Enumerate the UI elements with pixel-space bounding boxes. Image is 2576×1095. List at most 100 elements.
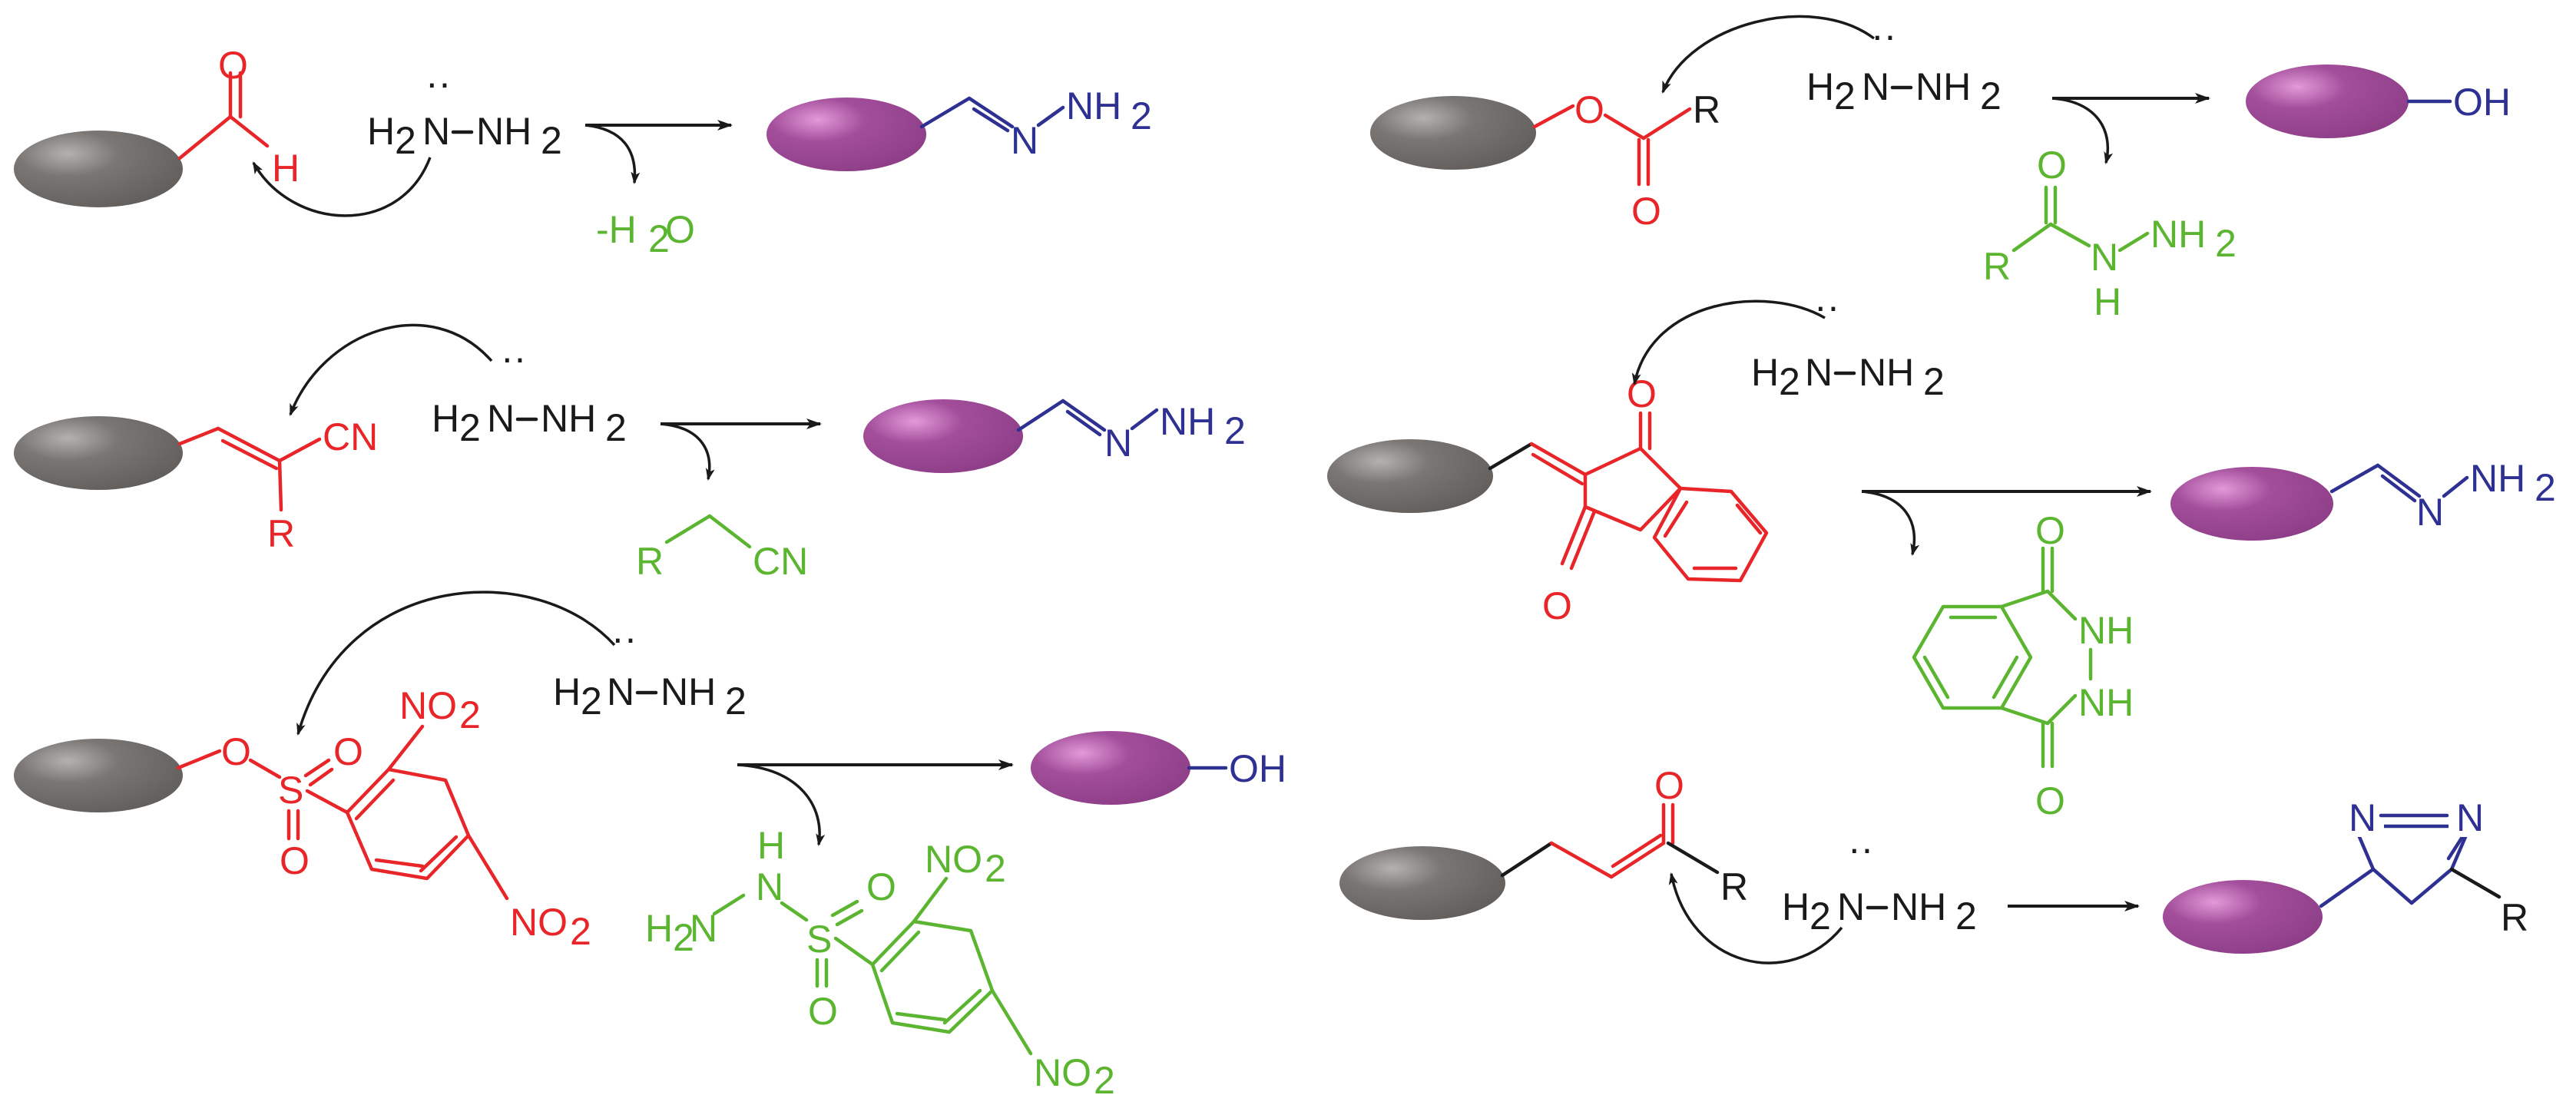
svg-text:O: O	[866, 865, 896, 908]
svg-text:NO: NO	[1034, 1051, 1091, 1094]
svg-text:R: R	[267, 512, 295, 555]
svg-text:NH: NH	[1915, 65, 1971, 108]
svg-text:OH: OH	[2453, 81, 2511, 124]
hydrazine: ·· H 2 N NH 2	[432, 336, 627, 449]
svg-text:R: R	[1720, 865, 1748, 908]
nh-label: NH	[476, 110, 531, 153]
svg-text:H: H	[757, 824, 785, 867]
svg-text:NO: NO	[925, 838, 982, 881]
svg-text:NH: NH	[2078, 681, 2134, 724]
svg-text:NO: NO	[399, 684, 457, 727]
svg-text:O: O	[1627, 372, 1657, 415]
svg-text:2: 2	[1834, 74, 1856, 117]
svg-text:O: O	[1654, 764, 1684, 807]
probe-purple	[2163, 880, 2323, 954]
svg-text:2: 2	[1809, 895, 1831, 938]
svg-text:N: N	[2349, 796, 2376, 839]
svg-text:N: N	[1104, 422, 1132, 465]
reaction-dicyanovinyl: CN R ·· H 2 N NH 2 R CN N NH 2	[14, 323, 1246, 583]
probe-purple	[863, 399, 1023, 473]
svg-text:R: R	[1983, 245, 2011, 288]
h2-label: H	[367, 110, 395, 153]
svg-text:H: H	[553, 670, 581, 713]
svg-text:H: H	[432, 397, 459, 440]
svg-text:O: O	[808, 990, 838, 1033]
svg-text:R: R	[2501, 896, 2528, 939]
svg-text:NO: NO	[510, 901, 568, 944]
svg-text:2: 2	[570, 910, 591, 953]
byproduct-acylhydrazide: O R N H NH 2	[1983, 144, 2237, 323]
probe-purple	[767, 98, 926, 171]
svg-text:N: N	[2091, 236, 2118, 279]
svg-text:R: R	[636, 540, 664, 583]
probe-gray	[14, 739, 183, 812]
lone-pair: ··	[425, 61, 451, 104]
probe-gray	[1370, 96, 1536, 170]
svg-text:··: ··	[501, 336, 526, 379]
reaction-indandione: O O ·· H 2 N NH 2 N NH 2 O O NH	[1327, 285, 2556, 822]
reaction-dnbs: O S O O NO 2 NO 2 ·· H 2 N NH 2 OH H 2 N…	[14, 591, 1286, 1095]
svg-text:N: N	[607, 670, 634, 713]
probe-purple	[1031, 731, 1190, 805]
h2-sub: 2	[395, 119, 416, 162]
svg-text:O: O	[1631, 190, 1661, 233]
svg-text:H: H	[1751, 351, 1779, 394]
hydrazine: ·· H 2 N NH 2	[367, 61, 562, 162]
svg-text:CN: CN	[753, 540, 808, 583]
atom-H: H	[272, 147, 300, 190]
probe-purple	[2170, 467, 2333, 541]
svg-text:CN: CN	[323, 415, 378, 458]
svg-text:NH: NH	[661, 670, 716, 713]
svg-text:N: N	[2456, 796, 2484, 839]
svg-text:NH: NH	[2151, 213, 2206, 256]
svg-text:S: S	[278, 769, 303, 812]
svg-text:N: N	[1837, 885, 1865, 928]
reaction-enone: O R ·· H 2 N NH 2 N N R	[1339, 764, 2528, 964]
svg-text:H: H	[1782, 885, 1809, 928]
svg-text:NH: NH	[2470, 457, 2525, 500]
svg-text:NH: NH	[2078, 609, 2134, 652]
reaction-aldehyde: O H ·· H 2 N NH 2 -H 2 O N NH 2	[14, 44, 1152, 260]
svg-text:2: 2	[459, 406, 481, 449]
svg-text:2: 2	[459, 693, 481, 736]
svg-text:O: O	[1542, 584, 1572, 627]
byproduct-phthalazinedione: O O NH NH	[1912, 509, 2134, 822]
svg-text:H: H	[2094, 280, 2121, 323]
svg-text:R: R	[1693, 88, 1720, 131]
svg-text:2: 2	[1955, 895, 1977, 938]
svg-text:2: 2	[1224, 409, 1246, 452]
svg-text:S: S	[806, 918, 832, 961]
svg-text:N: N	[756, 865, 783, 908]
svg-text:2: 2	[605, 406, 627, 449]
svg-text:··: ··	[611, 617, 637, 660]
hydrazine: ·· H 2 N NH 2	[1806, 14, 2002, 117]
probe-gray	[14, 131, 183, 207]
svg-text:2: 2	[1131, 94, 1152, 137]
svg-text:2: 2	[2535, 466, 2556, 509]
svg-text:O: O	[280, 839, 310, 882]
svg-text:NH: NH	[541, 397, 596, 440]
atom-N: N	[1011, 119, 1038, 162]
svg-text:2: 2	[725, 680, 747, 723]
svg-text:··: ··	[1848, 827, 1873, 870]
probe-gray	[1339, 846, 1505, 920]
svg-text:OH: OH	[1229, 747, 1286, 790]
hydrazine: ·· H 2 N NH 2	[1782, 827, 1977, 938]
svg-text:O: O	[1574, 88, 1604, 131]
byproduct-alkylnitrile: R CN	[636, 514, 808, 583]
n-label: N	[422, 110, 450, 153]
byproduct-water: -H	[596, 208, 637, 251]
svg-text:2: 2	[1980, 74, 2002, 117]
svg-text:N: N	[2416, 491, 2444, 534]
svg-text:N: N	[487, 397, 515, 440]
svg-text:2: 2	[2215, 222, 2237, 265]
svg-text:H: H	[645, 907, 673, 950]
svg-text:NH: NH	[1160, 400, 1215, 443]
svg-text:··: ··	[1814, 285, 1839, 328]
svg-text:O: O	[221, 730, 251, 773]
svg-text:2: 2	[581, 680, 602, 723]
atom-O: O	[218, 44, 248, 87]
svg-text:2: 2	[1094, 1059, 1115, 1095]
hydrazine: ·· H 2 N NH 2	[553, 617, 747, 723]
